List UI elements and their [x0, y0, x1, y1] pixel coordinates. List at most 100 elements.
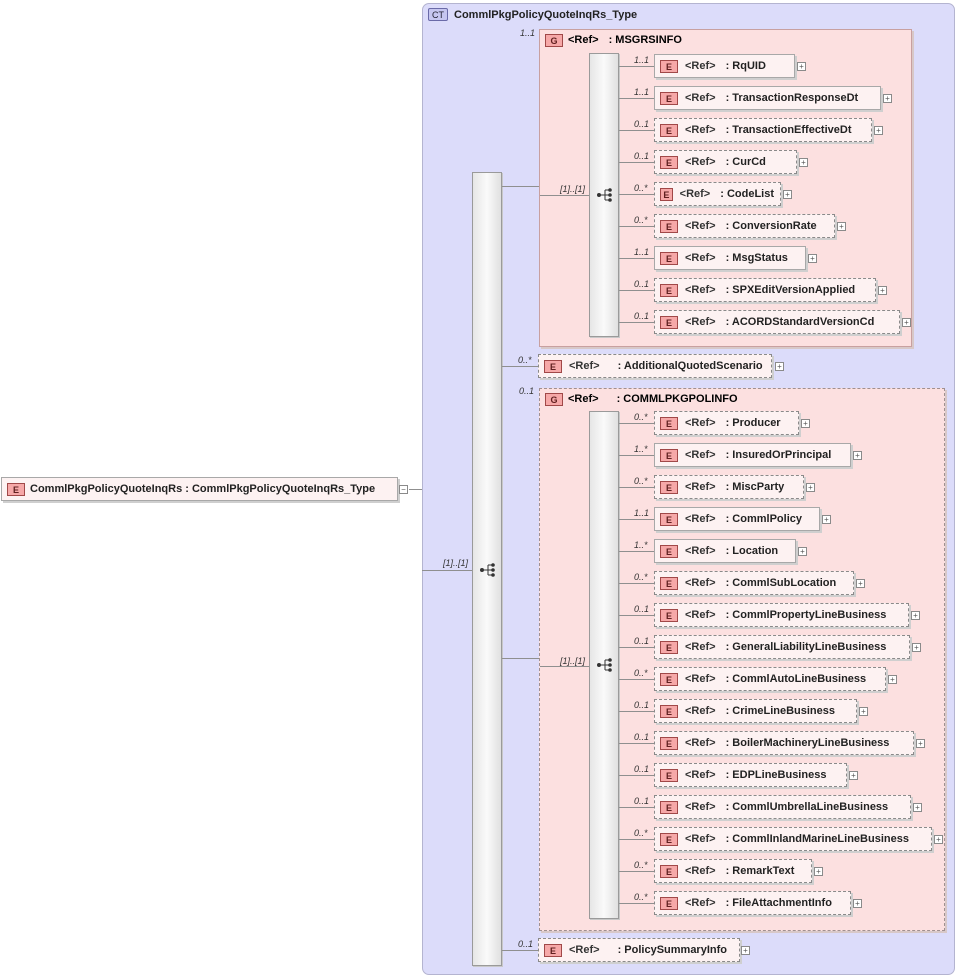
element-curcd[interactable]: E<Ref>: CurCd	[654, 150, 797, 174]
ref-label: <Ref>	[685, 513, 716, 525]
element-name: : ConversionRate	[725, 220, 817, 232]
expand-icon[interactable]: +	[888, 675, 897, 684]
sequence-icon	[597, 658, 612, 672]
element-cardinality: 0..1	[634, 604, 650, 614]
element-commlinlandmarinelinebusiness[interactable]: E<Ref>: CommlInlandMarineLineBusiness	[654, 827, 932, 851]
element-badge: E	[660, 251, 678, 265]
element-location[interactable]: E<Ref>: Location	[654, 539, 796, 563]
expand-icon[interactable]: +	[799, 158, 808, 167]
element-codelist[interactable]: E<Ref>: CodeList	[654, 182, 781, 206]
element-cardinality: 1..1	[634, 508, 650, 518]
element-cardinality: 1..1	[634, 87, 650, 97]
element-cardinality: 0..1	[634, 796, 650, 806]
expand-icon[interactable]: +	[814, 867, 823, 876]
expand-icon[interactable]: +	[837, 222, 846, 231]
element-badge: E	[660, 640, 678, 654]
element-name: : PolicySummaryInfo	[617, 944, 727, 956]
element-cardinality: 0..1	[634, 700, 650, 710]
ref-label: <Ref>	[685, 417, 716, 429]
expand-icon[interactable]: +	[911, 611, 920, 620]
expand-icon[interactable]: +	[797, 62, 806, 71]
expand-icon[interactable]: +	[775, 362, 784, 371]
element-commlumbrellalinebusiness[interactable]: E<Ref>: CommlUmbrellaLineBusiness	[654, 795, 911, 819]
element-cardinality: 0..*	[634, 572, 648, 582]
element-crimelinebusiness[interactable]: E<Ref>: CrimeLineBusiness	[654, 699, 857, 723]
expand-icon[interactable]: +	[783, 190, 792, 199]
element-name: : Producer	[725, 417, 781, 429]
connector	[619, 743, 654, 744]
additional-quoted-scenario-element[interactable]: E <Ref> : AdditionalQuotedScenario	[538, 354, 772, 378]
msgrsinfo-header[interactable]: G <Ref> : MSGRSINFO	[545, 33, 682, 47]
expand-icon[interactable]: +	[822, 515, 831, 524]
element-boilermachinerylinebusiness[interactable]: E<Ref>: BoilerMachineryLineBusiness	[654, 731, 914, 755]
element-commlautolinebusiness[interactable]: E<Ref>: CommlAutoLineBusiness	[654, 667, 886, 691]
element-badge: E	[660, 59, 678, 73]
element-transactionresponsedt[interactable]: E<Ref>: TransactionResponseDt	[654, 86, 881, 110]
expand-icon[interactable]: +	[912, 643, 921, 652]
connector	[619, 679, 654, 680]
element-name: : RemarkText	[725, 865, 795, 877]
element-insuredorprincipal[interactable]: E<Ref>: InsuredOrPrincipal	[654, 443, 851, 467]
connector	[619, 711, 654, 712]
expand-icon[interactable]: +	[808, 254, 817, 263]
element-badge: E	[660, 219, 678, 233]
element-commlpropertylinebusiness[interactable]: E<Ref>: CommlPropertyLineBusiness	[654, 603, 909, 627]
connector	[619, 839, 654, 840]
element-name: : Location	[725, 545, 779, 557]
expand-icon[interactable]: +	[859, 707, 868, 716]
expand-icon[interactable]: +	[916, 739, 925, 748]
collapse-icon[interactable]: −	[399, 485, 408, 494]
expand-icon[interactable]: +	[798, 547, 807, 556]
expand-icon[interactable]: +	[913, 803, 922, 812]
element-badge: E	[660, 768, 678, 782]
complex-type-title: CommlPkgPolicyQuoteInqRs_Type	[454, 8, 638, 21]
sequence-icon	[597, 188, 612, 202]
expand-icon[interactable]: +	[741, 946, 750, 955]
expand-icon[interactable]: +	[806, 483, 815, 492]
expand-icon[interactable]: +	[934, 835, 943, 844]
root-element[interactable]: E CommlPkgPolicyQuoteInqRs : CommlPkgPol…	[1, 477, 398, 501]
element-cardinality: 0..*	[634, 860, 648, 870]
element-generalliabilitylinebusiness[interactable]: E<Ref>: GeneralLiabilityLineBusiness	[654, 635, 910, 659]
element-name: : BoilerMachineryLineBusiness	[725, 737, 890, 749]
element-spxeditversionapplied[interactable]: E<Ref>: SPXEditVersionApplied	[654, 278, 876, 302]
element-badge: E	[660, 480, 678, 494]
element-rquid[interactable]: E<Ref>: RqUID	[654, 54, 795, 78]
element-name: : InsuredOrPrincipal	[725, 449, 832, 461]
expand-icon[interactable]: +	[878, 286, 887, 295]
expand-icon[interactable]: +	[853, 451, 862, 460]
expand-icon[interactable]: +	[853, 899, 862, 908]
connector	[409, 489, 422, 490]
element-badge: E	[660, 576, 678, 590]
element-conversionrate[interactable]: E<Ref>: ConversionRate	[654, 214, 835, 238]
connector	[619, 647, 654, 648]
element-cardinality: 0..1	[634, 311, 650, 321]
element-acordstandardversioncd[interactable]: E<Ref>: ACORDStandardVersionCd	[654, 310, 900, 334]
ref-label: <Ref>	[685, 833, 716, 845]
element-miscparty[interactable]: E<Ref>: MiscParty	[654, 475, 804, 499]
element-producer[interactable]: E<Ref>: Producer	[654, 411, 799, 435]
element-commlpolicy[interactable]: E <Ref> : CommlPolicy	[654, 507, 820, 531]
expand-icon[interactable]: +	[883, 94, 892, 103]
element-msgstatus[interactable]: E<Ref>: MsgStatus	[654, 246, 806, 270]
policy-summary-info-element[interactable]: E <Ref> : PolicySummaryInfo	[538, 938, 740, 962]
expand-icon[interactable]: +	[874, 126, 883, 135]
element-edplinebusiness[interactable]: E<Ref>: EDPLineBusiness	[654, 763, 847, 787]
element-name: : CommlPolicy	[725, 513, 802, 525]
policy-summary-cardinality: 0..1	[518, 939, 534, 949]
element-cardinality: 0..*	[634, 476, 648, 486]
commlpkgpolinfo-header[interactable]: G <Ref> : COMMLPKGPOLINFO	[545, 392, 738, 406]
ref-label: <Ref>	[685, 545, 716, 557]
main-sequence-bar[interactable]	[472, 172, 502, 966]
expand-icon[interactable]: +	[856, 579, 865, 588]
connector	[619, 455, 654, 456]
expand-icon[interactable]: +	[849, 771, 858, 780]
element-remarktext[interactable]: E<Ref>: RemarkText	[654, 859, 812, 883]
element-badge: E	[660, 864, 678, 878]
expand-icon[interactable]: +	[801, 419, 810, 428]
element-fileattachmentinfo[interactable]: E<Ref>: FileAttachmentInfo	[654, 891, 851, 915]
element-badge: E	[660, 512, 678, 526]
expand-icon[interactable]: +	[902, 318, 911, 327]
element-commlsublocation[interactable]: E<Ref>: CommlSubLocation	[654, 571, 854, 595]
element-transactioneffectivedt[interactable]: E<Ref>: TransactionEffectiveDt	[654, 118, 872, 142]
